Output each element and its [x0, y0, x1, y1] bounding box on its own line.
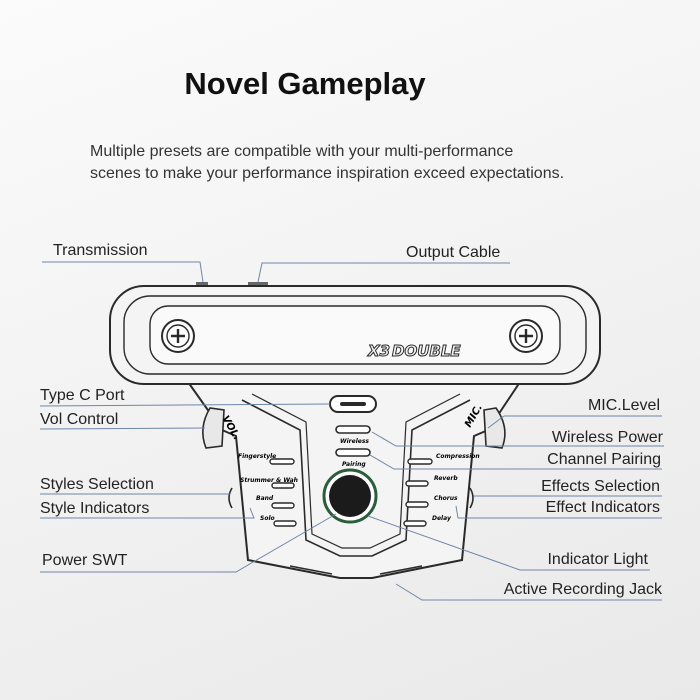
- label-wireless-power: Wireless Power: [551, 429, 663, 446]
- logo-prefix: X3: [367, 342, 390, 360]
- style-led-3: [271, 502, 295, 509]
- logo-word: DOUBLE: [392, 342, 461, 360]
- screw-right: [509, 319, 543, 353]
- style-led-1: [269, 458, 295, 465]
- effect-led-1: [407, 458, 433, 465]
- label-indicator-light: Indicator Light: [547, 551, 648, 568]
- label-mic-level: MIC.Level: [587, 397, 660, 414]
- style-indicator-label-3: Band: [256, 495, 274, 502]
- description-line-1: Multiple presets are compatible with you…: [90, 143, 514, 160]
- receiver-top: X3 DOUBLE: [109, 282, 601, 385]
- wireless-button: Wireless: [335, 425, 371, 445]
- style-indicator-label-2: Strummer & Wah: [240, 477, 298, 484]
- effect-indicator-label-3: Chorus: [434, 495, 458, 502]
- effect-indicator-label-2: Reverb: [434, 475, 458, 482]
- effect-indicator-label-4: Delay: [432, 515, 452, 522]
- label-power-swt: Power SWT: [42, 552, 128, 569]
- effect-indicator-label-1: Compression: [436, 453, 480, 460]
- effect-indicators: Compression Reverb Chorus Delay: [403, 453, 480, 527]
- pairing-button: Pairing: [335, 448, 371, 468]
- effect-led-2: [405, 480, 429, 487]
- description: Multiple presets are compatible with you…: [90, 141, 650, 185]
- label-transmission: Transmission: [53, 242, 148, 259]
- style-indicator-label-1: Fingerstyle: [238, 453, 276, 460]
- style-led-2: [271, 482, 295, 489]
- label-effects-selection: Effects Selection: [541, 478, 660, 495]
- styles-selection-wheel: [228, 487, 233, 509]
- description-line-2: scenes to make your performance inspirat…: [90, 165, 565, 182]
- label-styles-selection: Styles Selection: [40, 476, 154, 493]
- label-active-recording-jack: Active Recording Jack: [503, 581, 662, 598]
- label-style-indicators: Style Indicators: [40, 500, 150, 517]
- label-vol-control: Vol Control: [40, 411, 119, 428]
- label-type-c-port: Type C Port: [40, 387, 125, 404]
- effects-selection-wheel: [469, 487, 474, 509]
- label-channel-pairing: Channel Pairing: [547, 451, 661, 468]
- effect-led-3: [405, 501, 429, 508]
- label-effect-indicators: Effect Indicators: [545, 499, 660, 516]
- wireless-button-label: Wireless: [340, 438, 369, 445]
- effect-led-4: [403, 520, 427, 527]
- screw-left: [161, 319, 195, 353]
- page-title: Novel Gameplay: [184, 66, 426, 101]
- style-led-4: [273, 520, 297, 527]
- pairing-button-label: Pairing: [342, 461, 366, 468]
- label-output-cable: Output Cable: [406, 244, 501, 261]
- callout-lines: [39, 261, 664, 601]
- main-button: [322, 468, 378, 524]
- style-indicator-label-4: Solo: [260, 515, 275, 522]
- style-indicators: Fingerstyle Strummer & Wah Band Solo: [238, 453, 298, 527]
